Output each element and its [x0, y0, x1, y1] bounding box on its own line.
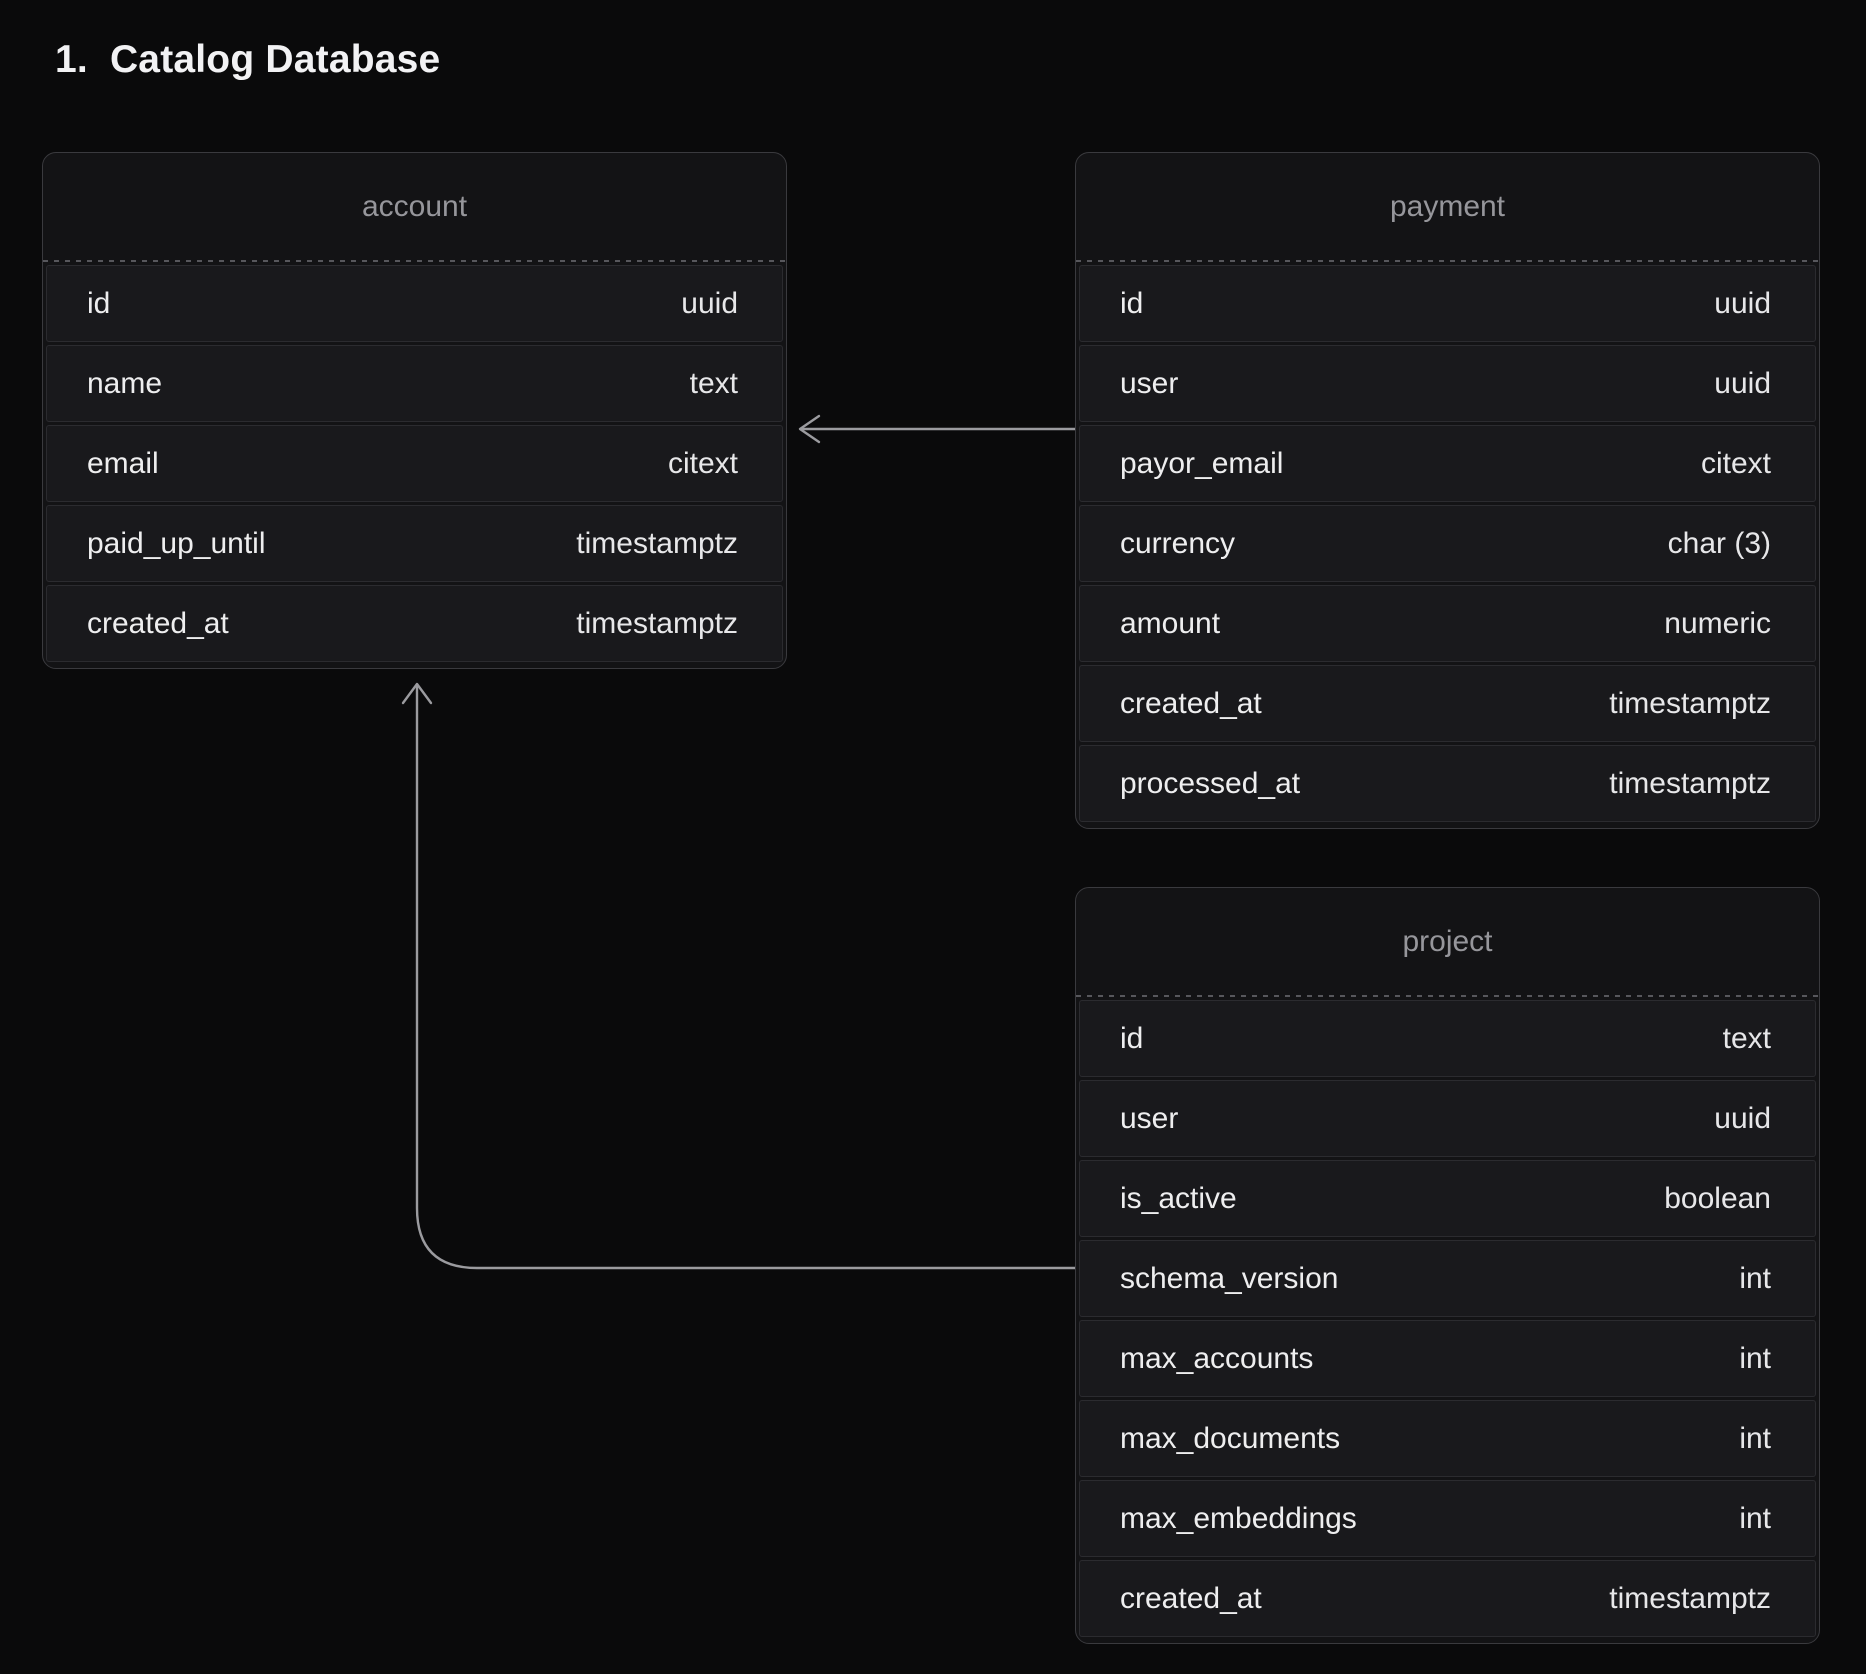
- column-name: id: [1120, 1021, 1144, 1055]
- table-row: schema_version int: [1079, 1240, 1816, 1317]
- column-type: timestamptz: [576, 606, 738, 640]
- column-type: uuid: [681, 286, 738, 320]
- column-name: id: [87, 286, 111, 320]
- column-type: citext: [1700, 446, 1771, 480]
- column-type: timestamptz: [1609, 766, 1771, 800]
- table-row: max_accounts int: [1079, 1320, 1816, 1397]
- relation-payment-account: [798, 414, 1077, 444]
- table-row: created_at timestamptz: [1079, 665, 1816, 742]
- column-type: int: [1739, 1421, 1771, 1455]
- table-row: processed_at timestamptz: [1079, 745, 1816, 822]
- table-row: payor_email citext: [1079, 425, 1816, 502]
- table-project[interactable]: project id text user uuid is_active boolean sc…: [1075, 887, 1820, 1644]
- column-type: uuid: [1714, 286, 1771, 320]
- column-name: max_embeddings: [1120, 1501, 1357, 1535]
- column-type: text: [1722, 1021, 1771, 1055]
- table-row: currency char (3): [1079, 505, 1816, 582]
- column-name: user: [1120, 1101, 1179, 1135]
- column-type: timestamptz: [1609, 686, 1771, 720]
- table-row: email citext: [46, 425, 783, 502]
- table-account[interactable]: account id uuid name text email citext paid_up…: [42, 152, 787, 669]
- table-row: max_embeddings int: [1079, 1480, 1816, 1557]
- column-name: currency: [1120, 526, 1236, 560]
- column-name: amount: [1120, 606, 1221, 640]
- table-row: id uuid: [46, 265, 783, 342]
- header-separator: [43, 260, 786, 262]
- table-row: created_at timestamptz: [46, 585, 783, 662]
- table-row: is_active boolean: [1079, 1160, 1816, 1237]
- table-row: name text: [46, 345, 783, 422]
- table-payment-header: payment: [1389, 189, 1506, 223]
- header-separator: [1076, 995, 1819, 997]
- table-row: created_at timestamptz: [1079, 1560, 1816, 1637]
- column-name: id: [1120, 286, 1144, 320]
- page-title: 1. Catalog Database: [55, 38, 440, 82]
- column-type: int: [1739, 1501, 1771, 1535]
- column-type: text: [689, 366, 738, 400]
- column-name: payor_email: [1120, 446, 1284, 480]
- column-name: created_at: [1120, 686, 1262, 720]
- column-type: char (3): [1667, 526, 1771, 560]
- column-name: created_at: [1120, 1581, 1262, 1615]
- column-type: int: [1739, 1341, 1771, 1375]
- column-type: timestamptz: [1609, 1581, 1771, 1615]
- table-row: id text: [1079, 1000, 1816, 1077]
- column-name: paid_up_until: [87, 526, 266, 560]
- table-row: user uuid: [1079, 1080, 1816, 1157]
- relation-project-account: [401, 682, 1077, 1270]
- table-payment[interactable]: payment id uuid user uuid payor_email citext c…: [1075, 152, 1820, 829]
- table-account-header: account: [361, 189, 468, 223]
- column-name: user: [1120, 366, 1179, 400]
- page-title-text: Catalog Database: [109, 38, 441, 81]
- column-type: timestamptz: [576, 526, 738, 560]
- table-row: user uuid: [1079, 345, 1816, 422]
- column-name: max_documents: [1120, 1421, 1341, 1455]
- column-name: is_active: [1120, 1181, 1237, 1215]
- table-row: max_documents int: [1079, 1400, 1816, 1477]
- table-row: amount numeric: [1079, 585, 1816, 662]
- column-type: uuid: [1714, 366, 1771, 400]
- column-type: boolean: [1664, 1181, 1771, 1215]
- table-row: paid_up_until timestamptz: [46, 505, 783, 582]
- column-name: processed_at: [1120, 766, 1301, 800]
- column-name: schema_version: [1120, 1261, 1339, 1295]
- column-type: citext: [667, 446, 738, 480]
- column-name: name: [87, 366, 163, 400]
- page-title-number: 1.: [55, 38, 88, 81]
- table-row: id uuid: [1079, 265, 1816, 342]
- table-project-header: project: [1402, 924, 1493, 958]
- column-type: uuid: [1714, 1101, 1771, 1135]
- column-name: max_accounts: [1120, 1341, 1314, 1375]
- header-separator: [1076, 260, 1819, 262]
- column-name: email: [87, 446, 159, 480]
- column-type: numeric: [1664, 606, 1771, 640]
- table-rows: id text user uuid is_active boolean schema_ver…: [1079, 1000, 1816, 1637]
- column-type: int: [1739, 1261, 1771, 1295]
- column-name: created_at: [87, 606, 229, 640]
